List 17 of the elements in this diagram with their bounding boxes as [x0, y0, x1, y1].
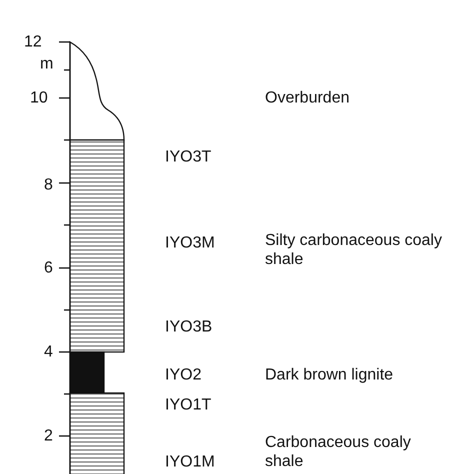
- layer-code: IYO1M: [165, 452, 215, 472]
- lithology-label: Overburden: [265, 88, 350, 108]
- tick-label: 8: [44, 176, 53, 194]
- layer-code: IYO3M: [165, 234, 215, 252]
- tick-label: 2: [44, 426, 53, 446]
- tick-label: 4: [44, 342, 53, 362]
- unit-label: m: [40, 54, 54, 74]
- layer-code: IYO3T: [165, 148, 212, 166]
- layer-code: IYO2: [165, 366, 202, 384]
- lithology-label: Silty carbonaceous coaly shale: [265, 231, 443, 269]
- tick-label: 12: [24, 32, 42, 52]
- tick-label: 10: [30, 88, 48, 108]
- lithology-label: Carbonaceous coaly shale: [265, 433, 412, 471]
- lithology-label: Dark brown lignite: [265, 366, 394, 384]
- layer-code: IYO1T: [165, 396, 212, 414]
- tick-label: 6: [44, 258, 53, 278]
- layer-code: IYO3B: [165, 318, 212, 336]
